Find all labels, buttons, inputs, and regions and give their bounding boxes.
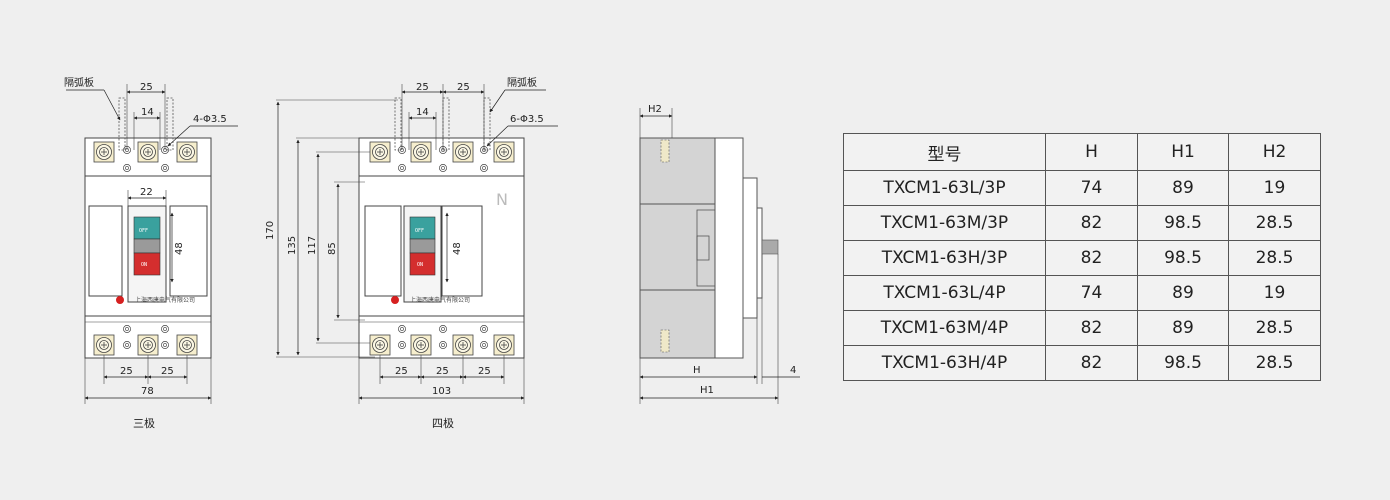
three-pole-dim-25-left: 25 [120,366,133,377]
cell-h1: 98.5 [1137,205,1229,241]
three-pole-dim-25-top: 25 [140,82,153,93]
four-pole-dim-25-3: 25 [478,366,491,377]
three-pole-arc-plate-label: 隔弧板 [64,76,94,89]
cell-h2: 28.5 [1228,345,1321,381]
cell-model: TXCM1-63L/3P [843,170,1046,206]
three-pole-hole-spec: 4-Φ3.5 [193,114,227,125]
cell-h: 74 [1045,170,1138,206]
three-pole-dim-25-right: 25 [161,366,174,377]
spec-table: 型号 H H1 H2 TXCM1-63L/3P 74 89 19 TXCM1-6… [843,133,1321,381]
four-pole-dim-25-2: 25 [436,366,449,377]
side-view: H2 H 4 H1 [639,104,800,404]
side-dim-h: H [693,365,701,376]
side-dim-h1: H1 [700,385,714,396]
table-row: TXCM1-63L/3P 74 89 19 [843,170,1321,206]
four-pole-dim-25-a: 25 [416,82,429,93]
cell-model: TXCM1-63H/4P [843,345,1046,381]
table-row: TXCM1-63M/4P 82 89 28.5 [843,310,1321,346]
four-pole-dim-103: 103 [432,386,451,397]
cell-h1: 89 [1137,310,1229,346]
four-pole-dim-25-1: 25 [395,366,408,377]
cell-h2: 19 [1228,170,1321,206]
cell-model: TXCM1-63H/3P [843,240,1046,276]
cell-h1: 98.5 [1137,345,1229,381]
four-pole-arc-plate-label: 隔弧板 [507,76,537,89]
three-pole-brand-text: 上海西唐电气有限公司 [135,296,195,304]
four-pole-dim-117: 117 [307,236,318,255]
four-pole-caption: 四极 [432,416,454,430]
cell-model: TXCM1-63M/4P [843,310,1046,346]
header-h1: H1 [1137,133,1229,171]
cell-h2: 28.5 [1228,205,1321,241]
technical-drawing: OFF ON 上海西唐电气有限公司 25 14 隔弧板 4-Φ3.5 [64,76,800,430]
three-pole-dim-48: 48 [174,242,185,255]
four-pole-neutral-mark: N [496,190,508,209]
three-pole-caption: 三极 [133,416,155,430]
side-dim-h2: H2 [648,104,662,115]
cell-h2: 28.5 [1228,240,1321,276]
table-row: TXCM1-63L/4P 74 89 19 [843,275,1321,311]
cell-model: TXCM1-63L/4P [843,275,1046,311]
four-pole-dim-85: 85 [327,242,338,255]
four-pole-dim-14: 14 [416,107,429,118]
three-pole-dim-22: 22 [140,187,153,198]
four-pole-hole-spec: 6-Φ3.5 [510,114,544,125]
three-pole-on-label: ON [141,262,147,268]
cell-h: 82 [1045,310,1138,346]
four-pole-off-label: OFF [415,228,424,234]
header-model: 型号 [843,133,1046,171]
cell-h1: 89 [1137,170,1229,206]
header-h: H [1045,133,1138,171]
cell-h2: 28.5 [1228,310,1321,346]
side-dim-4: 4 [790,365,796,376]
three-pole-view: OFF ON 上海西唐电气有限公司 25 14 隔弧板 4-Φ3.5 [64,76,238,430]
four-pole-brand-text: 上海西唐电气有限公司 [410,296,470,304]
four-pole-dim-48: 48 [452,242,463,255]
cell-h: 82 [1045,345,1138,381]
cell-h1: 98.5 [1137,240,1229,276]
cell-h: 82 [1045,205,1138,241]
four-pole-dim-135: 135 [287,236,298,255]
cell-h2: 19 [1228,275,1321,311]
three-pole-off-label: OFF [139,228,148,234]
table-row: TXCM1-63H/4P 82 98.5 28.5 [843,345,1321,381]
cell-h: 74 [1045,275,1138,311]
three-pole-dim-78: 78 [141,386,154,397]
four-pole-on-label: ON [417,262,423,268]
table-row: TXCM1-63M/3P 82 98.5 28.5 [843,205,1321,241]
table-row: TXCM1-63H/3P 82 98.5 28.5 [843,240,1321,276]
four-pole-view: N OFF ON 上海西唐电气有限公司 25 25 14 [265,76,558,430]
table-header-row: 型号 H H1 H2 [843,133,1321,171]
cell-model: TXCM1-63M/3P [843,205,1046,241]
four-pole-dim-170: 170 [265,221,276,240]
three-pole-dim-14: 14 [141,107,154,118]
cell-h: 82 [1045,240,1138,276]
cell-h1: 89 [1137,275,1229,311]
header-h2: H2 [1228,133,1321,171]
four-pole-dim-25-b: 25 [457,82,470,93]
